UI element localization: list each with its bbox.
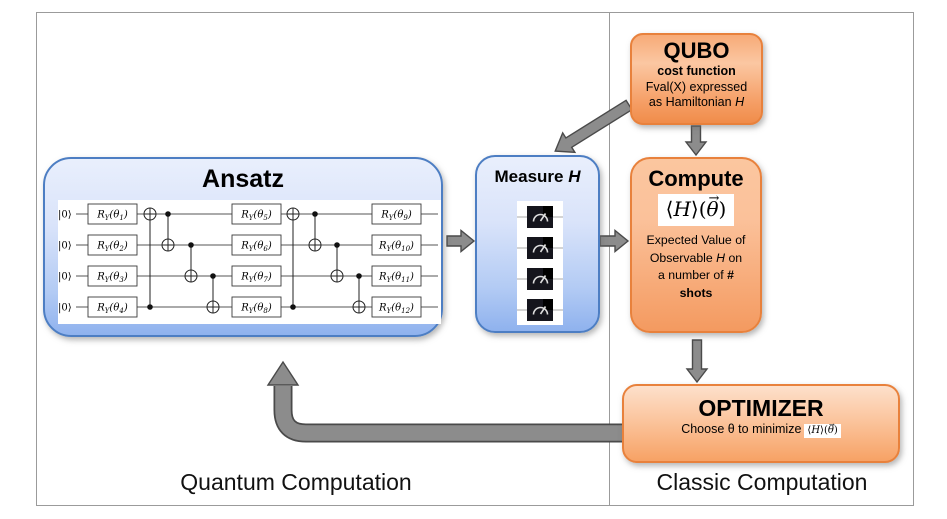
arrow-qubo-to-measure <box>554 99 633 154</box>
ansatz-box: Ansatz |0⟩ |0⟩ |0⟩ |0⟩ RY(θ1) RY(θ2) RY(θ3) RY(… <box>43 157 443 337</box>
svg-text:RY(θ3): RY(θ3) <box>96 272 128 285</box>
svg-text:|0⟩: |0⟩ <box>58 272 72 283</box>
svg-text:RY(θ4): RY(θ4) <box>96 303 128 316</box>
svg-text:RY(θ12): RY(θ12) <box>378 303 414 316</box>
svg-text:|0⟩: |0⟩ <box>58 210 72 221</box>
qubo-subtitle: cost function <box>657 64 736 78</box>
quantum-circuit-svg: |0⟩ |0⟩ |0⟩ |0⟩ RY(θ1) RY(θ2) RY(θ3) RY(θ4) RY(θ… <box>58 203 438 318</box>
optimizer-formula: ⟨H⟩(→θ) <box>804 421 841 438</box>
svg-text:RY(θ7): RY(θ7) <box>240 272 272 285</box>
optimizer-title: OPTIMIZER <box>698 395 824 421</box>
quantum-computation-label: Quantum Computation <box>180 469 412 495</box>
svg-text:RY(θ2): RY(θ2) <box>96 241 128 254</box>
ansatz-title: Ansatz <box>202 165 284 193</box>
feedback-arrow-shaft <box>275 386 626 441</box>
svg-text:RY(θ11): RY(θ11) <box>378 272 414 285</box>
feedback-arrow-head <box>266 360 300 386</box>
measure-title-h: H <box>568 167 581 186</box>
compute-box: Compute ⟨H⟩(→θ) Expected Value of Observ… <box>630 157 762 333</box>
compute-title: Compute <box>648 166 744 191</box>
measure-box: Measure H <box>475 155 600 333</box>
svg-text:RY(θ9): RY(θ9) <box>380 210 412 223</box>
quantum-circuit: |0⟩ |0⟩ |0⟩ |0⟩ RY(θ1) RY(θ2) RY(θ3) RY(θ4) RY(θ… <box>58 200 441 324</box>
compute-body: Expected Value of Observable H on a numb… <box>646 233 746 300</box>
svg-text:RY(θ10): RY(θ10) <box>378 241 414 254</box>
measurement-meters-svg <box>517 206 563 321</box>
qubo-line2: Fval(X) expressed <box>645 79 748 94</box>
vector-arrow: → <box>708 191 720 206</box>
svg-text:RY(θ5): RY(θ5) <box>240 210 272 223</box>
expectation-formula: ⟨H⟩(→θ) <box>657 191 735 226</box>
vector-arrow-small: → <box>828 421 835 429</box>
arrow-measure-to-compute <box>599 229 630 253</box>
arrow-ansatz-to-measure <box>446 229 476 253</box>
qubo-line3: as Hamiltonian H <box>648 95 745 109</box>
measure-title: Measure H <box>494 167 581 186</box>
arrow-compute-to-optimizer <box>685 339 709 384</box>
svg-text:|0⟩: |0⟩ <box>58 303 72 314</box>
qubo-title: QUBO <box>663 38 730 63</box>
measurement-meters <box>517 201 563 325</box>
optimizer-box: OPTIMIZER Choose θ to minimize⟨H⟩(→θ) <box>622 384 900 463</box>
svg-text:RY(θ8): RY(θ8) <box>240 303 272 316</box>
svg-text:RY(θ6): RY(θ6) <box>240 241 272 254</box>
svg-text:RY(θ1): RY(θ1) <box>96 210 128 223</box>
arrow-qubo-to-compute <box>684 125 708 157</box>
classic-computation-label: Classic Computation <box>656 469 868 495</box>
optimizer-subtitle: Choose θ to minimize⟨H⟩(→θ) <box>624 421 898 438</box>
quantum-classic-divider <box>609 13 610 505</box>
qubo-box: QUBO cost function Fval(X) expressed as … <box>630 33 763 125</box>
svg-text:|0⟩: |0⟩ <box>58 241 72 252</box>
